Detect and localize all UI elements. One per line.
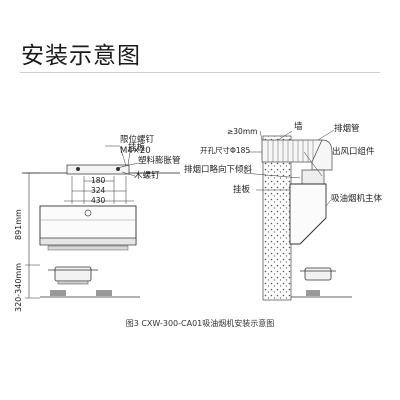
left-hanging-plate-label: 挂板 [128,143,146,153]
plastic-anchor-label: 塑料膨胀管 [138,156,181,166]
brick-wall [262,135,292,301]
right-pot [304,267,332,281]
outlet-tilt-label: 排烟口略向下倾斜 [184,165,253,175]
dim-180: 180 [91,176,106,185]
limit-screw-spec-label: M4×20 [120,146,151,156]
page-title: 安装示意图 [21,43,141,69]
title-divider [20,72,380,73]
exhaust-pipe-label: 排烟管 [334,124,360,134]
dim-324: 324 [91,186,106,195]
right-hanging-plate-label: 挂板 [233,185,251,195]
dim-430: 430 [91,196,106,205]
wall-label: 墙 [294,122,303,132]
gap-label: ≥30mm [227,127,258,136]
hood-body-label: 吸油烟机主体 [331,194,383,204]
outlet-assembly [301,169,325,185]
left-hanging-plate [66,164,130,175]
hole-size-label: 开孔尺寸Φ185 [200,146,251,155]
figure-caption: 图3 CXW-300-CA01吸油烟机安装示意图 [125,319,275,328]
wood-screw-label: 木螺钉 [134,171,160,181]
outlet-assembly-label: 出风口组件 [332,147,375,157]
limit-screw-label: 限位螺钉 [120,135,155,145]
right-hood-body [289,183,327,245]
